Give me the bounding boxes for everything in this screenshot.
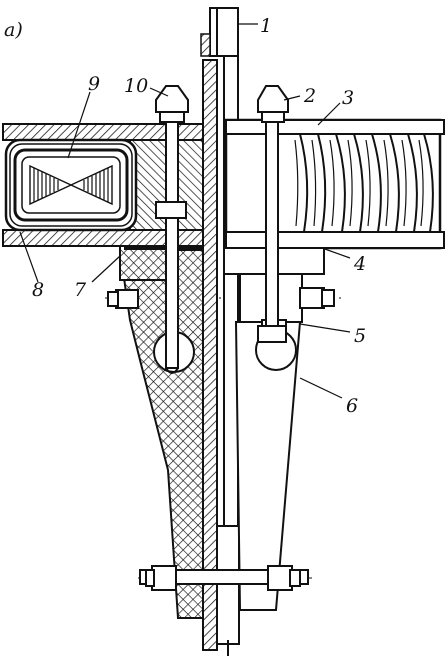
arc-chute-fins (294, 133, 434, 233)
figure-sublabel: a) (4, 19, 23, 41)
nut-10-top (155, 85, 189, 113)
callout-5: 5 (354, 325, 366, 347)
callout-4: 4 (353, 253, 366, 275)
leader-9 (67, 91, 91, 159)
bolts (107, 85, 335, 591)
callout-10: 10 (124, 75, 148, 97)
leader-6 (299, 377, 343, 399)
leader-2 (283, 95, 301, 101)
callout-6: 6 (346, 395, 358, 417)
leader-8 (19, 231, 39, 283)
leader-lines (19, 23, 351, 399)
leader-7 (91, 255, 121, 283)
coil-assembly (4, 138, 138, 232)
leader-5 (299, 323, 351, 333)
callout-9: 9 (88, 73, 100, 95)
coil-winding (29, 164, 113, 206)
arc-chute (224, 118, 445, 250)
leader-3 (317, 102, 341, 126)
nut-2-top (257, 85, 289, 113)
callout-3: 3 (342, 87, 354, 109)
callout-1: 1 (260, 15, 272, 37)
leader-4 (321, 247, 351, 259)
callout-2: 2 (303, 85, 316, 107)
leader-10 (149, 87, 169, 97)
callout-8: 8 (32, 279, 44, 301)
left-bracket (118, 243, 213, 619)
vertical-rod (200, 7, 240, 656)
callout-7: 7 (74, 279, 87, 301)
